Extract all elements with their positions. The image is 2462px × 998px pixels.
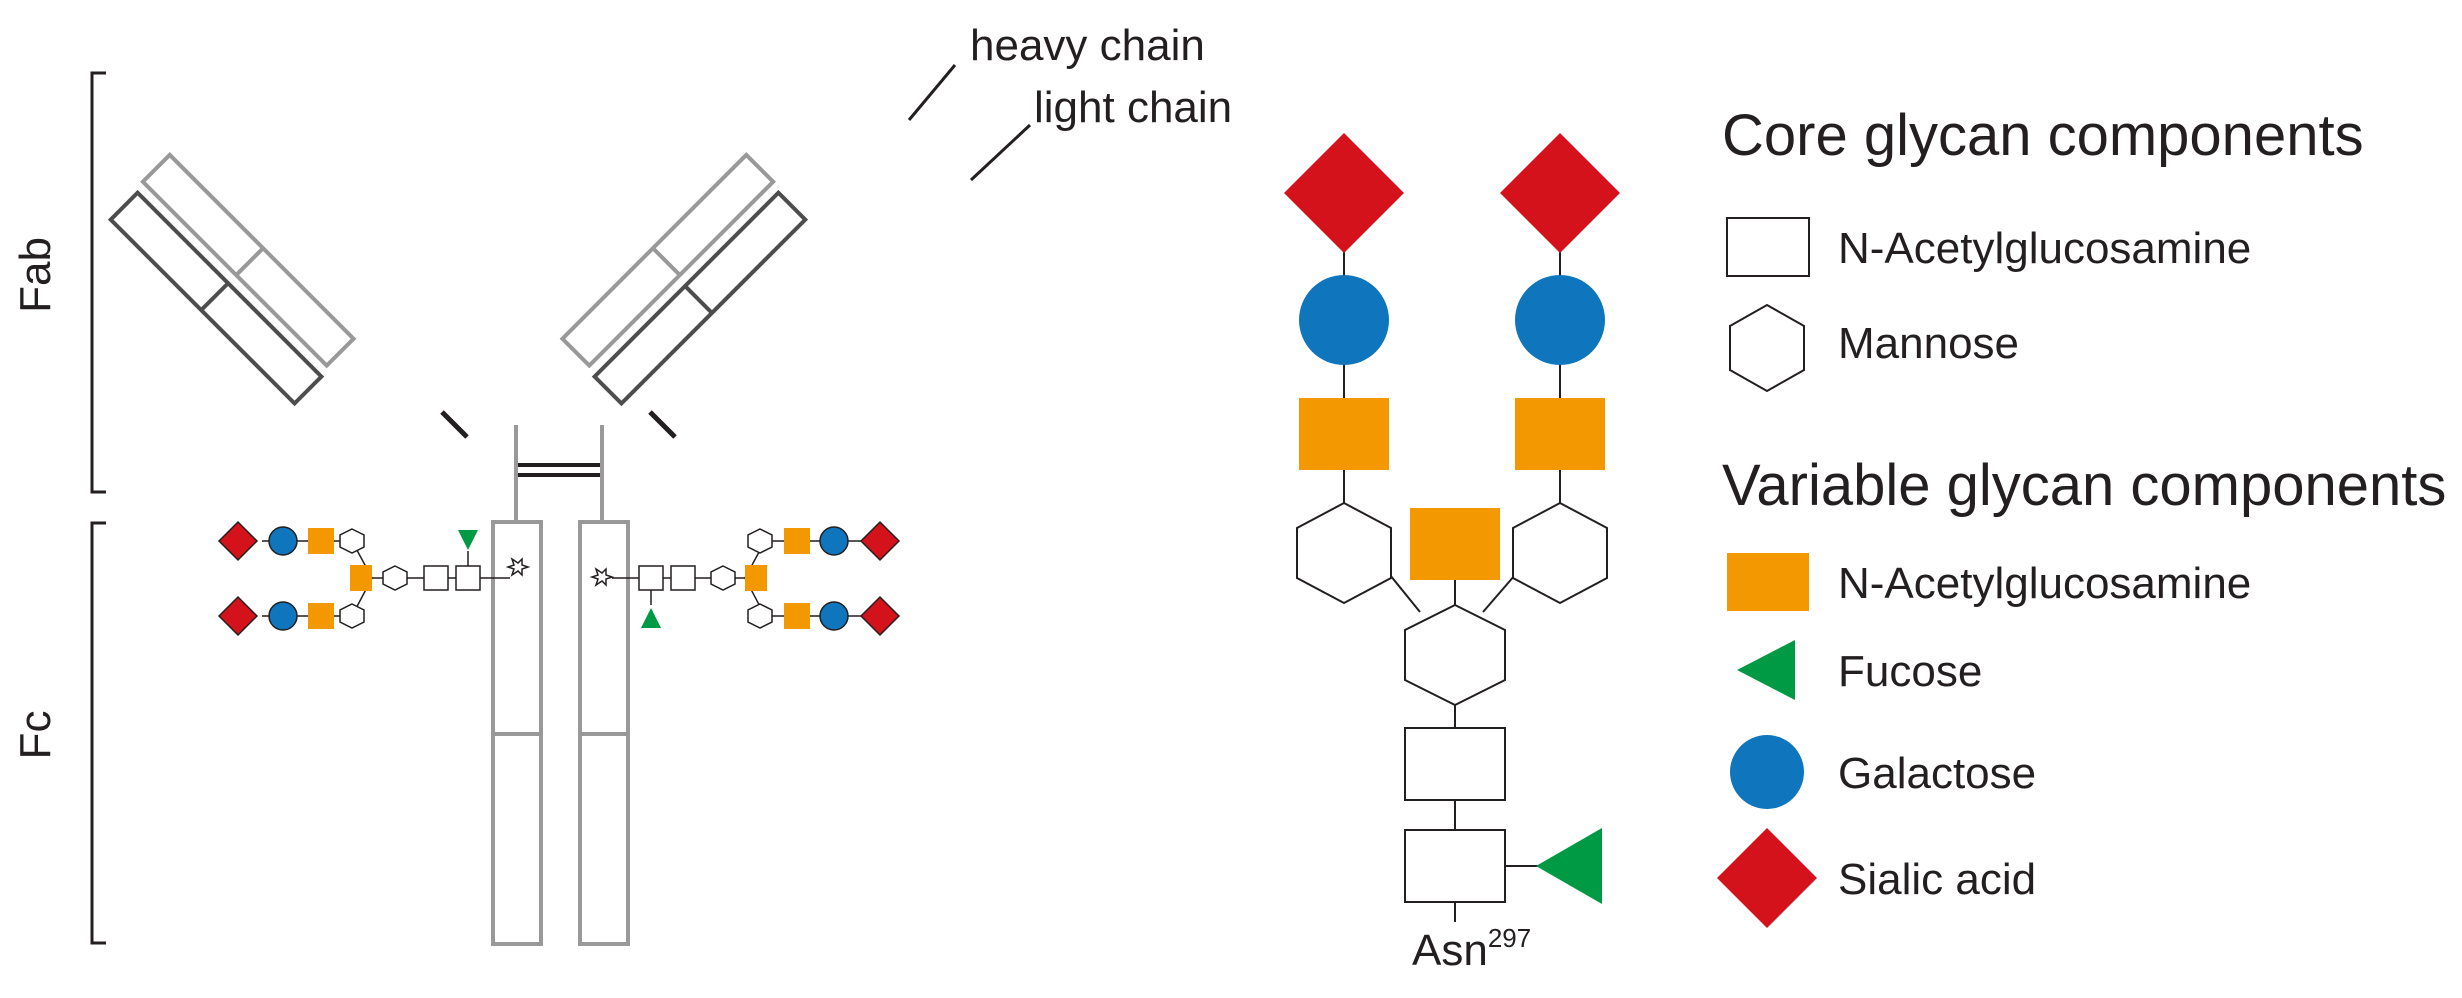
asn-label: Asn297 — [1412, 923, 1531, 975]
detailed-glycan — [1284, 133, 1620, 922]
right-disulfide — [648, 410, 677, 439]
left-light-chain — [140, 152, 357, 369]
glycan-glcnac-bisecting — [1410, 508, 1500, 580]
fab-bracket — [90, 71, 106, 494]
legend-variable-item-galactose: Galactose — [1838, 749, 2036, 798]
glycan-fucose — [1536, 828, 1602, 904]
left-ch2-domain — [491, 520, 543, 736]
glycan-mannose-left — [1296, 501, 1392, 605]
glycan-mannose-right — [1512, 501, 1608, 605]
right-light-chain — [559, 152, 776, 369]
right-mini-glycan — [612, 520, 901, 637]
fc-label: Fc — [11, 711, 60, 760]
glycan-glcnac-core-2 — [1404, 829, 1506, 903]
legend-variable-item-sialic-acid: Sialic acid — [1838, 855, 2036, 904]
left-attachment-star — [505, 557, 531, 577]
left-heavy-chain — [107, 189, 325, 407]
glycan-sialic-acid-right — [1500, 133, 1620, 253]
legend-variable-item-glcnac: N-Acetylglucosamine — [1838, 559, 2251, 608]
fab-label: Fab — [11, 237, 60, 313]
glycan-glcnac-core-1 — [1404, 727, 1506, 801]
legend-glcnac-variable-icon — [1727, 553, 1809, 611]
left-mini-glycan — [217, 520, 510, 637]
legend: Core glycan components N-Acetylglucosami… — [1717, 103, 2446, 928]
right-ch2-domain — [578, 520, 630, 736]
glycan-galactose-left — [1299, 275, 1389, 365]
glycan-glcnac-left — [1299, 398, 1389, 470]
legend-galactose-icon — [1730, 735, 1804, 809]
light-chain-label: light chain — [1034, 83, 1232, 132]
glycan-sialic-acid-left — [1284, 133, 1404, 253]
light-chain-leader — [969, 123, 1032, 182]
legend-fucose-icon — [1737, 640, 1795, 700]
right-attachment-star — [589, 567, 615, 587]
fc-bracket — [90, 521, 106, 945]
antibody: Fab Fc — [11, 21, 1232, 946]
legend-core-title: Core glycan components — [1722, 103, 2364, 168]
legend-variable-title: Variable glycan components — [1722, 453, 2446, 518]
left-ch3-domain — [491, 732, 543, 946]
glycan-glcnac-right — [1515, 398, 1605, 470]
right-ch3-domain — [578, 732, 630, 946]
heavy-chain-label: heavy chain — [970, 21, 1205, 70]
legend-mannose-icon — [1729, 303, 1805, 393]
heavy-chain-leader — [907, 64, 957, 121]
glycan-mannose-core — [1404, 603, 1506, 707]
right-heavy-chain — [591, 189, 809, 407]
legend-glcnac-core-icon — [1726, 217, 1810, 277]
left-disulfide — [440, 410, 469, 439]
legend-core-item-glcnac: N-Acetylglucosamine — [1838, 224, 2251, 273]
glycan-galactose-right — [1515, 275, 1605, 365]
legend-variable-item-fucose: Fucose — [1838, 647, 1982, 696]
legend-sialic-acid-icon — [1717, 828, 1817, 928]
legend-core-item-mannose: Mannose — [1838, 319, 2019, 368]
